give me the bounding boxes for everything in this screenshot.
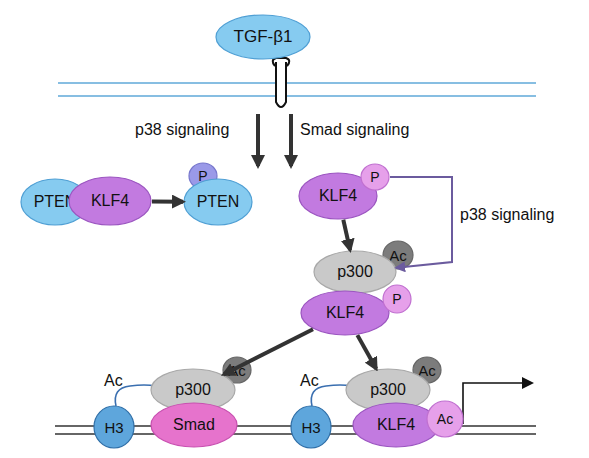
text-holder: Ac [426,400,464,438]
node-text: p300 [370,381,406,399]
edge-label: p38 signaling [460,206,554,224]
node-text: KLF4 [319,187,357,205]
arrow-connector [390,177,452,268]
node-text: p300 [175,381,211,399]
text-holder: H3 [93,405,135,449]
protein-ellipse: KLF4 [68,176,152,226]
node-text: KLF4 [91,192,129,210]
phospho-circle: P [360,163,390,191]
arrow-connector [343,220,350,250]
text-holder: KLF4 [352,402,440,448]
text-holder: KLF4 [68,176,152,226]
protein-ellipse: Smad [150,402,238,448]
node-text: p300 [337,263,373,281]
node-text: H3 [104,419,123,436]
node-text: KLF4 [377,416,415,434]
arrow-connector [152,199,183,203]
ligand-ellipse: TGF-β1 [215,14,311,60]
free-label: Ac [104,372,123,390]
histone-ellipse: H3 [93,405,135,449]
receptor-symbol [273,58,290,107]
text-holder: PTEN [183,178,253,226]
protein-ellipse: PTEN [183,178,253,226]
text-holder: Smad [150,402,238,448]
arrow-connector [357,335,376,369]
node-text: P [370,169,379,185]
text-holder: KLF4 [300,290,390,336]
node-text: Smad [173,416,215,434]
transcription-start-arrow [463,383,532,424]
free-label: Smad signaling [300,121,409,139]
signal-arrow [256,114,260,166]
phospho-circle: P [382,284,412,314]
node-text: Ac [437,411,453,427]
signal-arrow [289,114,293,166]
text-holder: p300 [313,250,397,294]
text-holder: H3 [290,405,332,449]
text-holder: TGF-β1 [215,14,311,60]
node-text: H3 [301,419,320,436]
node-text: Ac [389,247,407,264]
node-text: KLF4 [326,304,364,322]
node-text: Ac [418,362,436,379]
free-label: p38 signaling [135,121,229,139]
membrane-line [58,82,536,84]
node-text: TGF-β1 [234,27,293,47]
node-text: P [392,291,401,307]
histone-ellipse: H3 [290,405,332,449]
protein-ellipse: KLF4 [352,402,440,448]
free-label: Ac [300,372,319,390]
text-holder: P [382,284,412,314]
arrow-connector [224,329,313,374]
membrane-line [58,95,536,97]
acetyl-circle: Ac [426,400,464,438]
node-text: PTEN [197,193,240,211]
protein-ellipse: KLF4 [300,290,390,336]
text-holder: P [360,163,390,191]
protein-ellipse: p300 [313,250,397,294]
